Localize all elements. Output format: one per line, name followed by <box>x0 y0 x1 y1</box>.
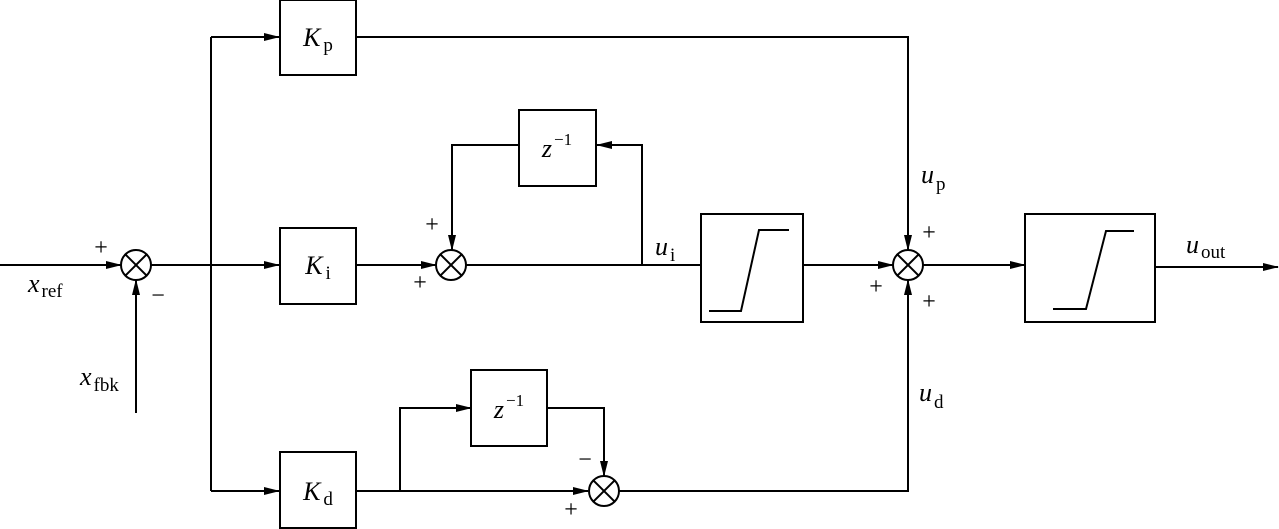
summing-junction-derivative <box>588 475 620 507</box>
wire-up <box>356 36 912 251</box>
sign-output-bottom-plus: + <box>922 289 936 315</box>
wire-to-delay-d <box>399 404 472 491</box>
kd-label-sub: d <box>323 489 333 510</box>
sign-derivative-left-plus: + <box>564 497 578 523</box>
svg-text:Ki: Ki <box>304 251 331 284</box>
wire-delay-d-out <box>547 407 608 477</box>
sign-integral-top-plus: + <box>425 212 439 238</box>
svg-text:Kp: Kp <box>302 23 333 56</box>
delay-block-integral: z−1 <box>518 109 597 187</box>
ki-label-main: K <box>304 251 324 280</box>
sign-xfbk-minus: − <box>151 283 165 309</box>
saturation-block-output <box>1024 213 1156 323</box>
delay-i-main: z <box>541 134 552 163</box>
sign-xref-plus: + <box>94 235 108 261</box>
delay-block-derivative: z−1 <box>470 369 548 447</box>
wire-delay-i-out <box>448 144 519 251</box>
delay-i-sup: −1 <box>554 130 572 149</box>
summing-junction-output <box>892 249 924 281</box>
saturation-block-integral <box>700 213 804 323</box>
delay-d-main: z <box>493 395 504 424</box>
delay-d-sup: −1 <box>506 391 524 410</box>
signal-wires <box>0 33 1279 495</box>
kp-label-main: K <box>302 23 322 52</box>
wire-ud <box>619 279 912 492</box>
sign-output-left-plus: + <box>869 274 883 300</box>
sign-integral-left-plus: + <box>413 270 427 296</box>
ki-label-sub: i <box>326 263 331 284</box>
summing-junction-error <box>120 249 152 281</box>
wire-ui-feedback <box>596 141 643 265</box>
kd-label-main: K <box>302 477 322 506</box>
saturation-curve-output <box>1053 230 1134 310</box>
svg-text:z−1: z−1 <box>493 391 524 424</box>
sign-output-top-plus: + <box>922 220 936 246</box>
svg-text:z−1: z−1 <box>541 130 572 163</box>
summing-junction-integral <box>435 249 467 281</box>
svg-text:Kd: Kd <box>302 477 333 510</box>
kp-label-sub: p <box>323 35 333 56</box>
sign-derivative-top-minus: − <box>578 447 592 473</box>
saturation-curve-integral <box>709 229 789 312</box>
